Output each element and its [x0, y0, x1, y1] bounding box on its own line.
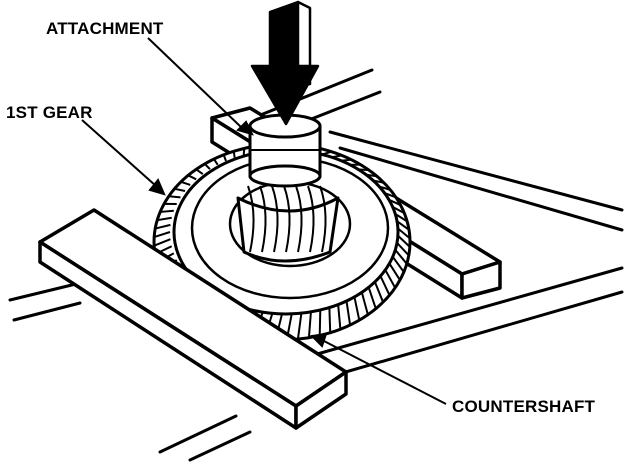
pinion-tooth [283, 185, 291, 253]
countershaft-pinion [236, 185, 340, 263]
gear-tooth [353, 294, 361, 321]
gear-tooth [160, 209, 174, 213]
attachment-label: ATTACHMENT [46, 19, 164, 38]
pinion-tooth [247, 185, 255, 253]
gear-tooth [187, 174, 197, 181]
gear-tooth [232, 151, 236, 158]
gear-tooth [157, 216, 172, 222]
gear-tooth [307, 311, 312, 338]
gear-tooth [213, 158, 219, 166]
front-support-block [38, 208, 348, 430]
pinion-tooth [295, 185, 303, 253]
gear-tooth [154, 223, 171, 230]
gear-tooth [195, 168, 204, 175]
attachment-tool [248, 113, 322, 188]
pinion-tooth [319, 185, 327, 253]
pinion-teeth [247, 185, 327, 253]
gear-tooth [318, 309, 322, 336]
press-force-arrow [250, 0, 320, 126]
pinion-tooth [271, 185, 279, 253]
gear-tooth [153, 231, 171, 239]
pinion-tooth [259, 185, 267, 253]
gear-tooth [222, 154, 227, 162]
gear-tooth [328, 306, 332, 333]
gear-tooth [337, 302, 342, 330]
gear-tooth [296, 312, 303, 340]
gear-tooth [174, 187, 186, 192]
gear-tooth [153, 238, 171, 247]
countershaft-label: COUNTERSHAFT [452, 397, 596, 416]
gear-tooth [242, 148, 246, 156]
gear-tooth [204, 163, 211, 170]
gear-tooth [180, 180, 191, 186]
pinion-tooth [307, 185, 315, 253]
gear-tooth [168, 195, 181, 199]
gear-tooth [345, 299, 352, 326]
gear-tooth [360, 289, 369, 315]
first-gear-label: 1ST GEAR [6, 103, 93, 122]
leader-lines [81, 37, 447, 405]
